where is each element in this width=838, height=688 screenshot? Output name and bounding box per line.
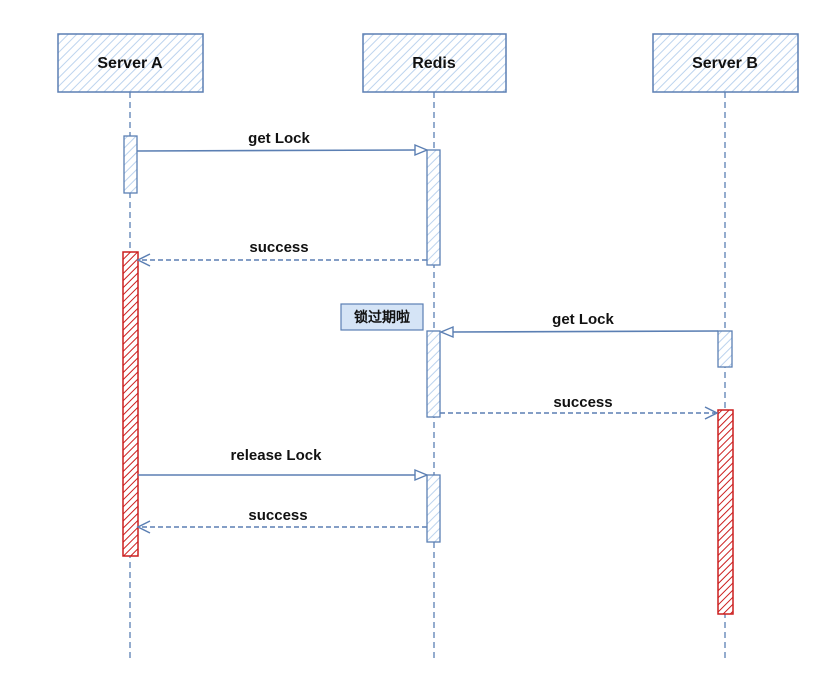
- activation-server-a-lock-held: [122, 251, 139, 557]
- message-redis-success-a2: success: [136, 507, 427, 534]
- participant-label-server-a: Server A: [97, 55, 163, 72]
- message-label: get Lock: [552, 311, 614, 328]
- message-label: get Lock: [248, 130, 310, 147]
- participant-label-server-b: Server B: [692, 55, 758, 72]
- activation-server-a-request: [123, 135, 138, 194]
- message-label: success: [249, 239, 308, 256]
- note-text: 锁过期啦: [354, 309, 410, 326]
- activation-redis-2: [426, 330, 441, 418]
- message-redis-success-a: success: [136, 239, 427, 267]
- message-label: success: [553, 394, 612, 411]
- participant-label-redis: Redis: [412, 55, 456, 72]
- message-label: release Lock: [231, 447, 323, 464]
- message-a-get-lock: get Lock: [136, 130, 429, 157]
- activation-redis-3: [426, 474, 441, 543]
- message-label: success: [248, 507, 307, 524]
- message-redis-success-b: success: [440, 394, 719, 420]
- participant-server-b: Server B: [652, 33, 799, 93]
- participant-redis: Redis: [362, 33, 507, 93]
- message-b-get-lock: get Lock: [439, 311, 719, 339]
- participant-server-a: Server A: [57, 33, 204, 93]
- activation-redis-1: [426, 149, 441, 266]
- message-a-release-lock: release Lock: [138, 447, 429, 482]
- activation-server-b-lock-held: [717, 409, 734, 615]
- lock-expired-note: 锁过期啦: [340, 303, 424, 331]
- activation-server-b-request: [717, 330, 733, 368]
